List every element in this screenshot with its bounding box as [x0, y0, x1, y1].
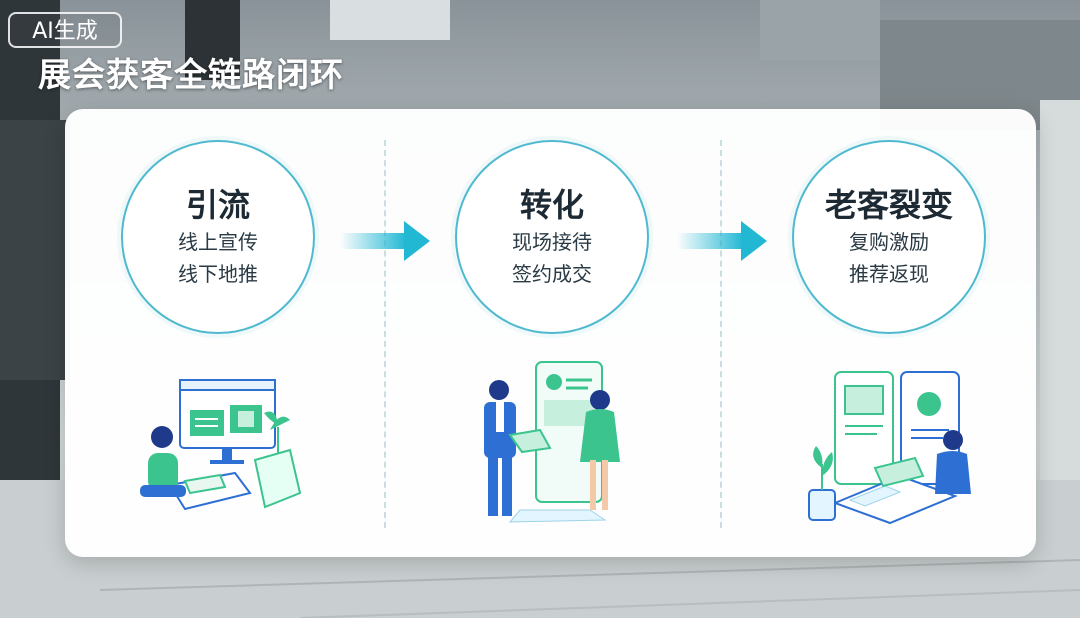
right-arrow-icon	[340, 218, 432, 264]
handshake-at-booth-illustration	[470, 360, 640, 530]
stage-line: 签约成交	[457, 258, 647, 290]
referral-on-devices-illustration	[805, 368, 975, 528]
stage-circle-traffic: 引流 线上宣传 线下地推	[121, 140, 315, 334]
stage-circle-referral: 老客裂变 复购激励 推荐返现	[792, 140, 986, 334]
stage-line: 线下地推	[123, 258, 313, 290]
person-at-computer-illustration	[140, 375, 310, 515]
right-arrow-icon	[677, 218, 769, 264]
stage-line: 推荐返现	[794, 258, 984, 290]
stage-line: 线上宣传	[123, 226, 313, 258]
stage-line: 现场接待	[457, 226, 647, 258]
divider	[720, 140, 722, 528]
page-title: 展会获客全链路闭环	[38, 48, 344, 96]
divider	[384, 140, 386, 528]
stage-title: 老客裂变	[794, 184, 984, 226]
stage-line: 复购激励	[794, 226, 984, 258]
stage-title: 转化	[457, 184, 647, 226]
stage-circle-conversion: 转化 现场接待 签约成交	[455, 140, 649, 334]
ai-generated-badge: AI生成	[8, 12, 122, 48]
stage-title: 引流	[123, 184, 313, 226]
